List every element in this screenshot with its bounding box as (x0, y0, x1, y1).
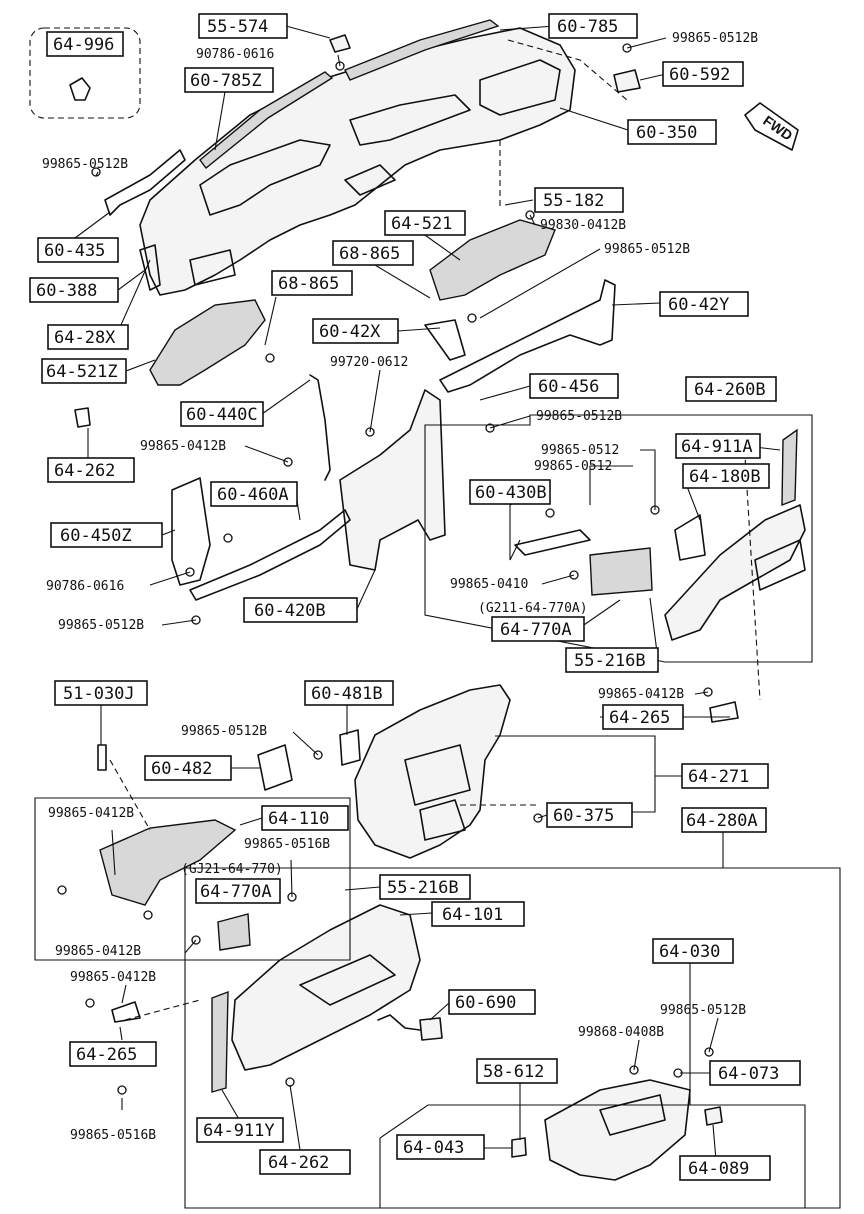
defroster-duct (344, 19, 500, 81)
callout-label: 64-271 (688, 767, 749, 787)
callout-labels: 55-574 60-785 64-996 60-785Z 60-592 60-3… (36, 17, 779, 1179)
callout-label: 60-440C (186, 405, 258, 425)
lower-panel (231, 904, 421, 1071)
group-frames (29, 27, 841, 1209)
callout-label: 60-42X (319, 322, 381, 342)
callout-label: 64-262 (54, 461, 115, 481)
wire-harness (377, 1014, 421, 1031)
hardware-label: 99865-0512 (541, 443, 619, 458)
callout-label: 64-996 (53, 35, 114, 55)
cross-member-reinforcement (439, 279, 616, 393)
hardware-label: 99865-0512B (604, 242, 690, 257)
hardware-label: 99868-0408B (578, 1025, 664, 1040)
cable-rod (309, 374, 331, 481)
hardware-label: 99720-0612 (330, 355, 408, 370)
callout-label: 55-216B (387, 878, 459, 898)
callout-label: 64-073 (718, 1064, 779, 1084)
callout-label: 60-450Z (60, 526, 132, 546)
hardware-label: 99865-0412B (140, 439, 226, 454)
center-air-duct (429, 219, 556, 301)
glove-box (544, 1079, 691, 1181)
callout-label: 60-42Y (668, 295, 729, 315)
callout-label: 64-101 (442, 905, 503, 925)
hardware-label: 99865-0512B (42, 157, 128, 172)
callout-label: 60-785 (557, 17, 618, 37)
hardware-label: 99865-0512B (181, 724, 267, 739)
side-stay (189, 509, 351, 601)
callout-label: 64-043 (403, 1138, 464, 1158)
fwd-label: FWD (760, 112, 795, 143)
hardware-label: 99865-0512B (660, 1003, 746, 1018)
callout-label: 60-460A (217, 485, 289, 505)
hardware-label: 99865-0412B (48, 806, 134, 821)
callout-label: 60-785Z (190, 71, 262, 91)
hardware-label: 99830-0412B (540, 218, 626, 233)
callout-label: 55-574 (207, 17, 268, 37)
callout-label: 55-216B (574, 651, 646, 671)
callout-label: 58-612 (483, 1062, 544, 1082)
hardware-label: 90786-0616 (46, 579, 124, 594)
reference-label: (GJ21-64-770) (181, 862, 283, 877)
callout-label: 64-28X (54, 328, 116, 348)
left-side-bracket (104, 149, 186, 216)
callout-label: 64-911Y (203, 1121, 275, 1141)
part-drawings (69, 19, 806, 1181)
callout-label: 64-265 (76, 1045, 137, 1065)
center-panel-lower (664, 504, 806, 641)
callout-label: 64-110 (268, 809, 329, 829)
callout-label: 60-435 (44, 241, 105, 261)
callout-label: 60-456 (538, 377, 599, 397)
fwd-arrow (744, 102, 799, 151)
hardware-label: 99865-0512B (58, 618, 144, 633)
hardware-label: 99865-0512 (534, 459, 612, 474)
callout-label: 64-521Z (46, 362, 118, 382)
hardware-label: 99865-0412B (598, 687, 684, 702)
callout-label: 60-375 (553, 806, 614, 826)
left-bracket-assembly (171, 477, 211, 586)
callout-label: 51-030J (63, 684, 135, 704)
hardware-labels: 99865-0512B 90786-0616 99865-0512B 99830… (42, 31, 758, 1143)
label-boxes (29, 13, 801, 1181)
callout-label: 64-262 (268, 1153, 329, 1173)
callout-label: 60-388 (36, 281, 97, 301)
hardware-label: 99865-0512B (672, 31, 758, 46)
callout-label: 60-482 (151, 759, 212, 779)
column-lower-cover (99, 819, 237, 906)
callout-label: 64-911A (681, 437, 753, 457)
center-console-frame (354, 684, 511, 859)
callout-label: 60-420B (254, 601, 326, 621)
callout-label: 60-430B (475, 483, 547, 503)
callout-label: 68-865 (339, 244, 400, 264)
callout-label: 68-865 (278, 274, 339, 294)
callout-label: 64-521 (391, 214, 452, 234)
callout-label: 64-770A (200, 882, 272, 902)
reference-labels: (G211-64-770A) (GJ21-64-770) (181, 601, 588, 877)
hardware-label: 99865-0412B (55, 944, 141, 959)
hardware-label: 99865-0512B (536, 409, 622, 424)
callout-label: 55-182 (543, 191, 604, 211)
callout-label: 64-265 (609, 708, 670, 728)
switch-unit-upper (589, 547, 653, 596)
callout-label: 60-592 (669, 65, 730, 85)
hardware-label: 99865-0412B (70, 970, 156, 985)
callout-label: 60-481B (311, 684, 383, 704)
callout-label: 60-350 (636, 123, 697, 143)
hardware-label: 99865-0516B (70, 1128, 156, 1143)
callout-label: 64-089 (688, 1159, 749, 1179)
reference-label: (G211-64-770A) (478, 601, 588, 616)
hardware-label: 99865-0410 (450, 577, 528, 592)
center-stay (339, 389, 446, 571)
callout-label: 64-260B (694, 380, 766, 400)
callout-label: 64-180B (689, 467, 761, 487)
callout-label: 60-690 (455, 993, 516, 1013)
callout-label: 64-770A (500, 620, 572, 640)
hardware-label: 99865-0516B (244, 837, 330, 852)
hardware-label: 90786-0616 (196, 47, 274, 62)
lower-left-under-cover (149, 299, 266, 386)
side-defroster-left (199, 71, 334, 170)
callout-label: 64-030 (659, 942, 720, 962)
dashboard-panel (139, 27, 576, 296)
callout-label: 64-280A (686, 811, 758, 831)
